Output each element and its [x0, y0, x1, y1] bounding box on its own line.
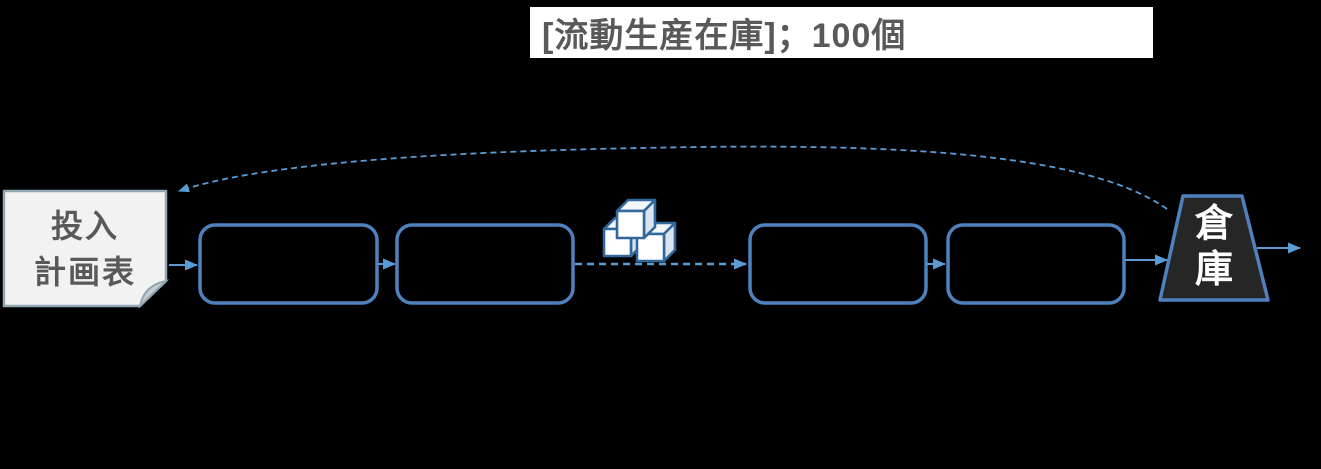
note-folded-corner: [138, 279, 170, 309]
title-text: [流動生産在庫]；100個: [542, 17, 907, 55]
cubes-icon: [602, 198, 677, 263]
title-box: [流動生産在庫]；100個: [528, 5, 1155, 60]
input-plan-note-label: 投入 計画表: [4, 194, 166, 304]
note-line-2: 計画表: [33, 254, 136, 290]
process-box-3: [748, 223, 928, 305]
note-line-1: 投入: [50, 207, 119, 244]
process-box-1: [198, 223, 379, 305]
warehouse-line-1: 倉: [1194, 203, 1233, 246]
feedback-arrow: [178, 145, 1168, 210]
warehouse-label: 倉 庫: [1163, 197, 1265, 299]
warehouse-line-2: 庫: [1194, 249, 1233, 291]
process-box-2: [395, 223, 575, 305]
process-box-4: [946, 223, 1126, 305]
